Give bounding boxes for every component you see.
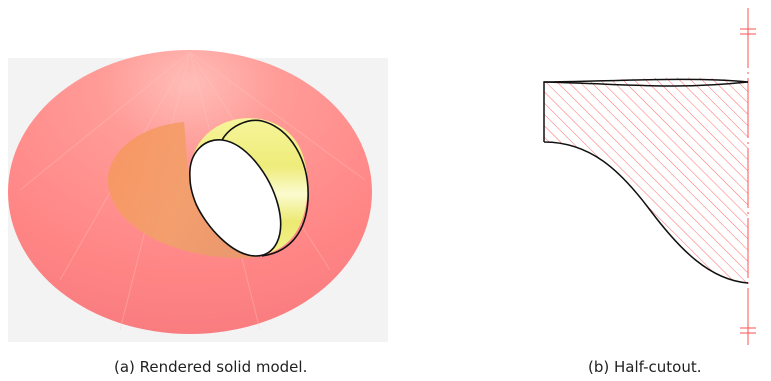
bore-rim-outline	[221, 119, 309, 257]
caption-rendered-solid-model: (a) Rendered solid model.	[114, 358, 308, 376]
half-cutout-figure: (b) Half-cutout.	[520, 0, 771, 381]
through-hole-opening	[189, 139, 282, 257]
caption-half-cutout: (b) Half-cutout.	[588, 358, 702, 376]
half-cutout-section	[543, 8, 756, 345]
inner-conical-face	[107, 122, 263, 259]
top-profile-curve	[543, 81, 749, 87]
rendered-solid-model-figure: (a) Rendered solid model.	[8, 50, 388, 376]
rendered-solid-model	[8, 50, 388, 342]
section-hatching	[544, 77, 748, 283]
